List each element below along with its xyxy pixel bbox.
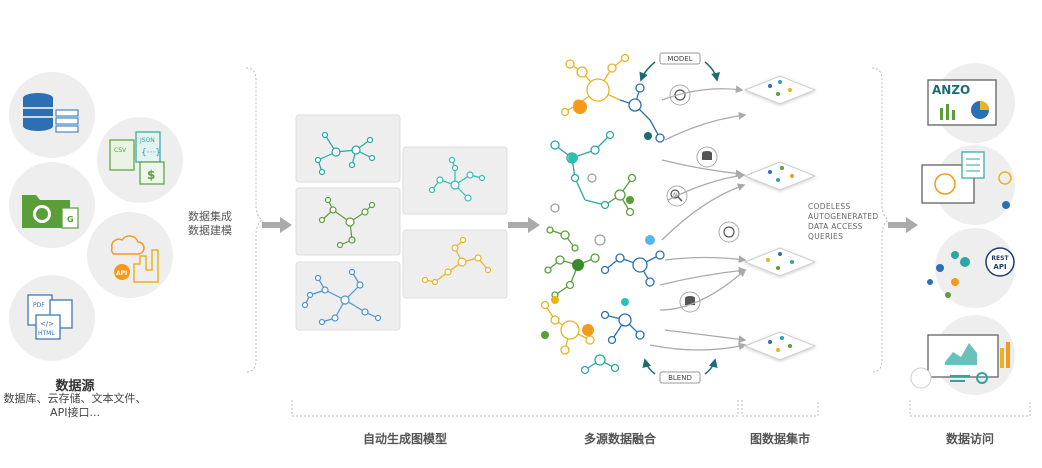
svg-text:REST: REST <box>991 255 1009 262</box>
documents-source-icon: PDF </> HTML <box>9 275 95 361</box>
svg-text:</>: </> <box>40 320 54 328</box>
svg-text:API: API <box>993 263 1006 271</box>
csv-file-icon: CSV <box>114 147 127 154</box>
left-bracket <box>245 67 263 373</box>
stage-fusion-label: 多源数据融合 <box>583 432 656 446</box>
arrow-to-models <box>262 217 292 233</box>
svg-text:ANZO: ANZO <box>932 83 970 97</box>
database-source-icon <box>9 72 95 158</box>
svg-text:AI: AI <box>673 192 677 197</box>
svg-text:MODEL: MODEL <box>667 55 692 63</box>
html-file-icon: HTML <box>38 330 55 337</box>
sources-title: 数据源 <box>55 379 95 394</box>
anzo-analytics-icon: ANZO <box>927 63 1015 143</box>
svg-text:BLEND: BLEND <box>668 374 692 382</box>
pdf-file-icon: PDF <box>33 302 45 309</box>
graph-model-panel-4 <box>402 146 508 215</box>
database-function-icon <box>696 146 718 168</box>
cloud-storage-source-icon: G <box>9 162 95 248</box>
integration-label: 数据集成 数据建模 <box>188 210 232 237</box>
graph-data-mart-2 <box>743 161 817 191</box>
api-gear-icon: API <box>116 270 127 277</box>
arrow-to-access <box>888 217 918 233</box>
graph-data-mart-3 <box>743 247 817 277</box>
graph-model-panel-2 <box>295 187 401 256</box>
graph-model-panel-3 <box>295 261 401 331</box>
model-tag: MODEL <box>639 52 720 82</box>
fusion-to-mart-arrows <box>649 85 747 351</box>
stage-auto-model-label: 自动生成图模型 <box>362 432 447 446</box>
fusion-network-graph <box>540 53 665 375</box>
graph-data-mart-4 <box>743 331 817 361</box>
graph-data-mart-1 <box>743 75 817 105</box>
arrow-to-fusion <box>508 217 540 233</box>
svg-text:G: G <box>67 215 74 224</box>
svg-text:{···}: {···} <box>141 148 161 158</box>
json-file-icon: JSON <box>139 137 155 144</box>
svg-text:$: $ <box>147 168 155 182</box>
stage-bracket-access <box>909 400 1031 417</box>
stage-access-label: 数据访问 <box>945 432 994 446</box>
stage-bracket-auto-model <box>291 400 739 417</box>
database-function-icon-2 <box>679 291 701 313</box>
bi-dashboard-icon <box>910 315 1015 395</box>
files-source-icon: CSV JSON {···} $ <box>97 117 183 203</box>
graph-model-panel-5 <box>402 229 508 299</box>
graph-model-panel-1 <box>295 114 401 183</box>
ml-brain-icon-2 <box>718 221 740 243</box>
stage-marts-label: 图数据集市 <box>749 432 810 446</box>
ml-brain-icon <box>669 84 691 106</box>
right-bracket <box>871 67 889 373</box>
api-iot-source-icon: API <box>87 212 173 298</box>
blend-tag: BLEND <box>642 358 718 384</box>
codeless-queries-label: CODELESS AUTOGENERATED DATA ACCESS QUERI… <box>808 202 879 241</box>
stage-bracket-marts <box>741 400 819 417</box>
sources-description: 数据库、云存储、文本文件、API接口... <box>3 392 147 419</box>
rest-api-icon: REST API <box>927 228 1015 308</box>
ai-ml-workstation-icon <box>921 145 1015 225</box>
